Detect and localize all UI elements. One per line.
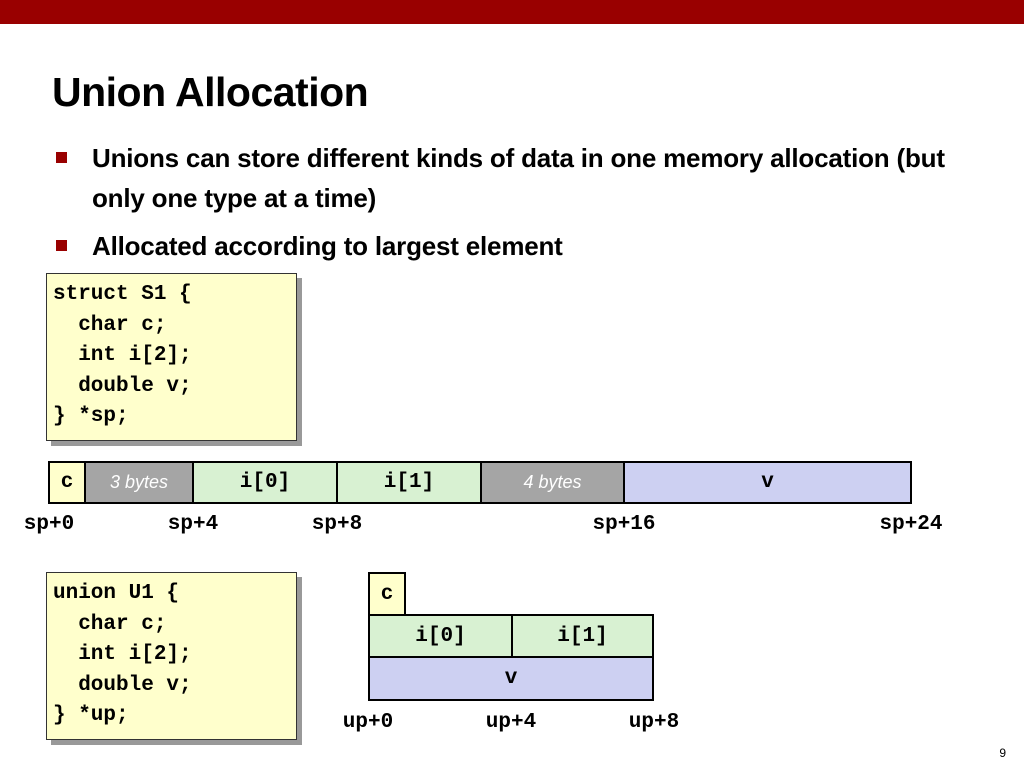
bullet-item: Allocated according to largest element [56, 226, 956, 266]
union-code-box: union U1 { char c; int i[2]; double v; } … [46, 572, 297, 740]
code-line: double v; [53, 673, 192, 697]
offset-label: up+4 [485, 711, 537, 734]
cell-i0: i[0] [368, 614, 513, 658]
bullet-item: Unions can store different kinds of data… [56, 138, 956, 218]
offset-label: up+8 [628, 711, 680, 734]
code-line: } *sp; [53, 405, 129, 428]
cell-i1: i[1] [336, 461, 482, 504]
bullet-text: Unions can store different kinds of data… [92, 143, 945, 213]
offset-label: sp+0 [23, 513, 75, 536]
bullet-text: Allocated according to largest element [92, 231, 563, 261]
code-line: int i[2]; [53, 344, 192, 367]
top-accent-bar [0, 0, 1024, 24]
cell-v: v [368, 656, 654, 701]
cell-padding-3-bytes: 3 bytes [84, 461, 194, 504]
cell-v: v [623, 461, 912, 504]
slide-title: Union Allocation [52, 69, 369, 115]
cell-c: c [368, 572, 406, 616]
struct-code-box: struct S1 { char c; int i[2]; double v;}… [46, 273, 297, 441]
code-line: char c; [53, 313, 167, 337]
offset-label: sp+16 [592, 513, 656, 536]
cell-padding-4-bytes: 4 bytes [480, 461, 625, 504]
code-line: } *up; [53, 704, 129, 727]
page-number: 9 [999, 746, 1006, 760]
cell-i1: i[1] [511, 614, 654, 658]
offset-label: sp+24 [879, 513, 943, 536]
code-line: char c; [53, 612, 167, 636]
square-bullet-icon [56, 240, 67, 251]
offset-label: sp+8 [311, 513, 363, 536]
bullet-list: Unions can store different kinds of data… [56, 138, 956, 274]
code-line: union U1 { [53, 582, 180, 605]
offset-label: up+0 [342, 711, 394, 734]
code-line: double v; [53, 374, 192, 398]
offset-label: sp+4 [167, 513, 219, 536]
code-line: int i[2]; [53, 643, 192, 666]
square-bullet-icon [56, 152, 67, 163]
cell-c: c [48, 461, 86, 504]
code-line: struct S1 { [53, 283, 192, 306]
cell-i0: i[0] [192, 461, 338, 504]
